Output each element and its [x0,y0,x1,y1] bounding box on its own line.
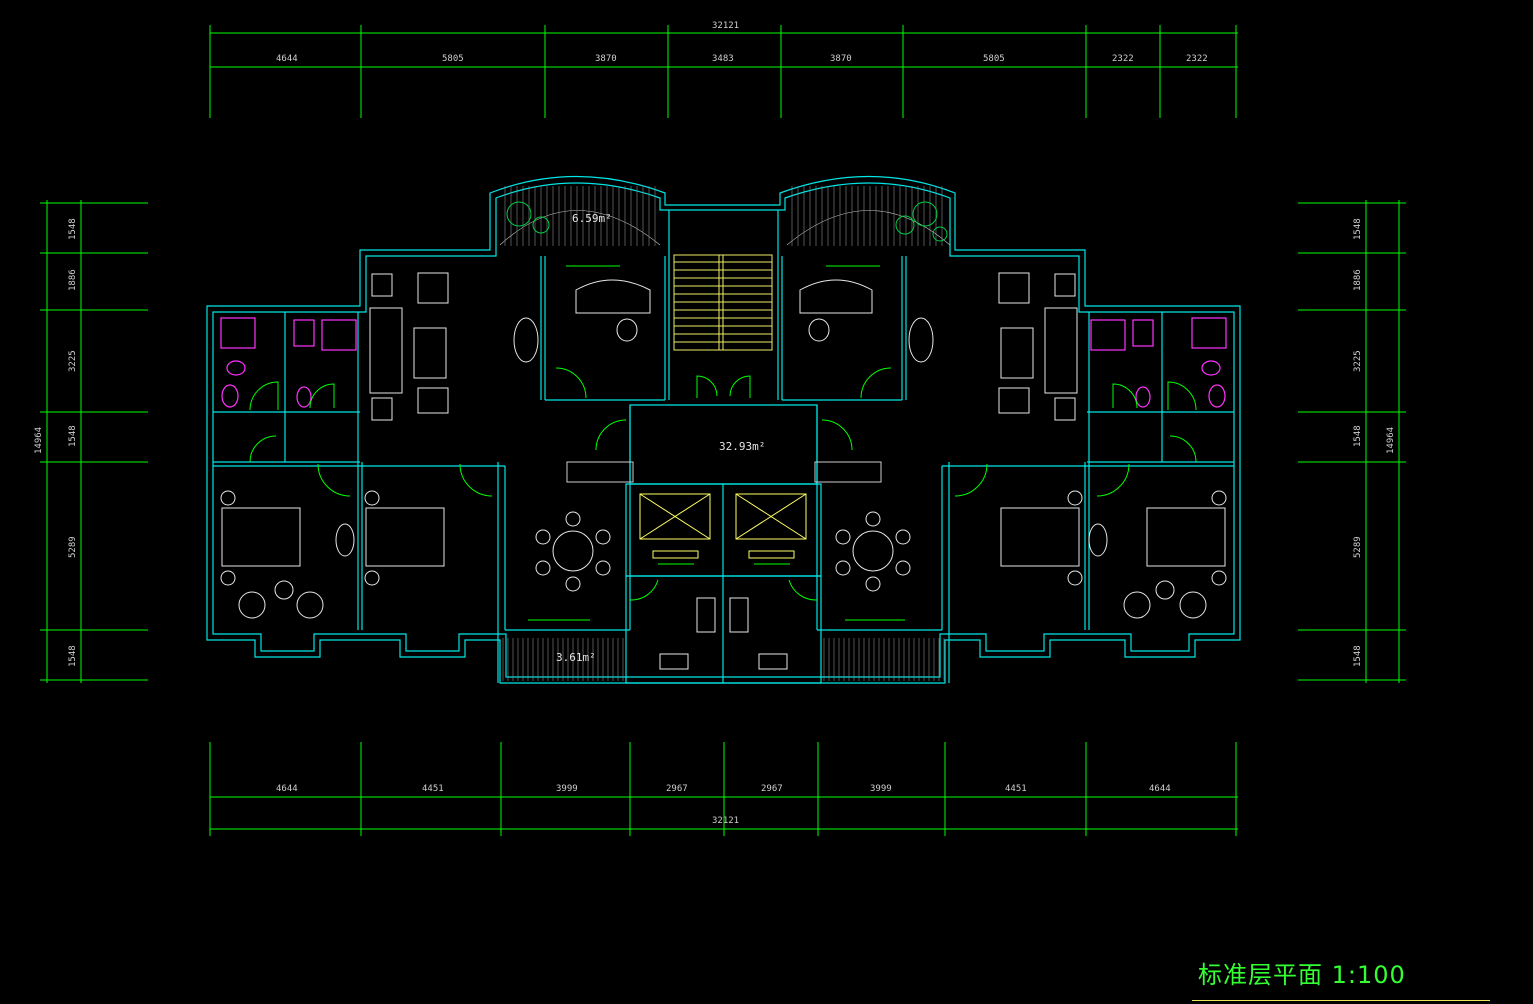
bottom-total-dim: 32121 [712,816,739,826]
right-dim-5: 5289 [1353,536,1363,558]
bottom-dim-5: 2967 [761,784,783,794]
dimension-ticks [40,25,1406,836]
left-dim-5: 5289 [68,536,78,558]
top-dim-5: 3870 [830,54,852,64]
bottom-dim-2: 4451 [422,784,444,794]
dimension-labels: 32121 4644 5805 3870 3483 3870 5805 2322… [34,21,1396,826]
top-dim-4: 3483 [712,54,734,64]
right-dim-2: 1886 [1353,269,1363,291]
top-dim-7: 2322 [1112,54,1134,64]
top-dim-1: 4644 [276,54,298,64]
top-dim-3: 3870 [595,54,617,64]
left-bathroom-fixtures [220,317,357,408]
right-total-dim: 14964 [1386,427,1396,454]
bottom-dim-1: 4644 [276,784,298,794]
top-dim-2: 5805 [442,54,464,64]
lobby-area: 32.93m² [719,440,765,453]
right-bathroom-fixtures [1090,317,1227,408]
top-dim-6: 5805 [983,54,1005,64]
elevators [639,493,807,559]
door-swings [249,265,1197,621]
title-underline [1192,1000,1490,1001]
right-dim-3: 3225 [1353,350,1363,372]
top-dim-8: 2322 [1186,54,1208,64]
top-total-dim: 32121 [712,21,739,31]
bottom-dim-8: 4644 [1149,784,1171,794]
right-dim-4: 1548 [1353,425,1363,447]
left-dim-4: 1548 [68,425,78,447]
area-labels: 6.59m² 32.93m² 3.61m² [556,212,765,664]
lobby-fins [566,461,882,483]
north-balcony-area: 6.59m² [572,212,612,225]
left-dim-1: 1548 [68,218,78,240]
bottom-dim-6: 3999 [870,784,892,794]
bottom-dim-3: 3999 [556,784,578,794]
left-dim-2: 1886 [68,269,78,291]
left-dim-3: 3225 [68,350,78,372]
right-dim-1: 1548 [1353,218,1363,240]
south-balcony-area: 3.61m² [556,651,596,664]
balcony-plants [506,201,948,242]
bottom-dim-7: 4451 [1005,784,1027,794]
left-dim-6: 1548 [68,645,78,667]
right-dim-6: 1548 [1353,645,1363,667]
bottom-dim-4: 2967 [666,784,688,794]
furniture [220,272,1227,670]
walls [206,175,1241,684]
dimension-lines [46,32,1400,830]
left-total-dim: 14964 [34,427,44,454]
stair-steps [674,261,772,343]
north-balconies [499,210,951,246]
drawing-title: 标准层平面 1:100 [1198,961,1406,989]
